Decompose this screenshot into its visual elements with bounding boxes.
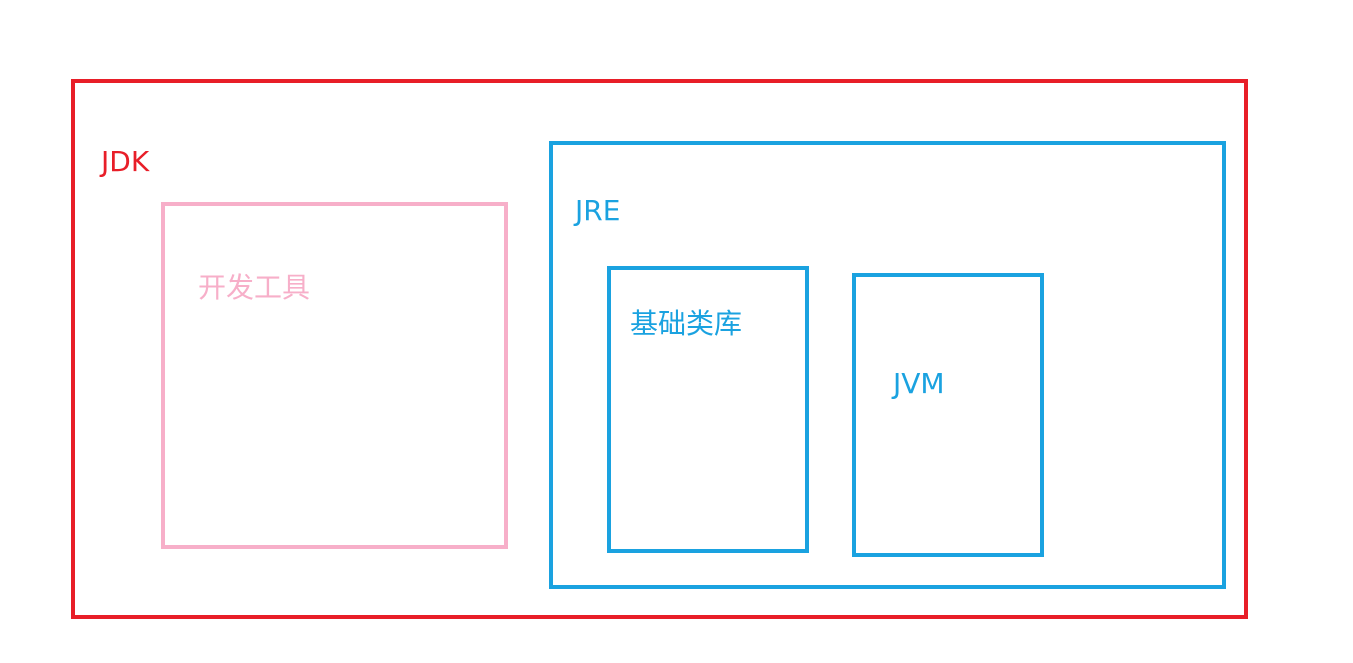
jdk-container [71, 79, 1248, 619]
jre-container [549, 141, 1226, 589]
jvm-container [852, 273, 1044, 557]
class-library-label: 基础类库 [630, 307, 743, 340]
jdk-label: JDK [101, 145, 150, 178]
jvm-label: JVM [893, 367, 945, 400]
dev-tools-container [161, 202, 508, 549]
jre-label: JRE [575, 194, 621, 227]
dev-tools-label: 开发工具 [198, 271, 311, 304]
class-library-container [607, 266, 809, 553]
